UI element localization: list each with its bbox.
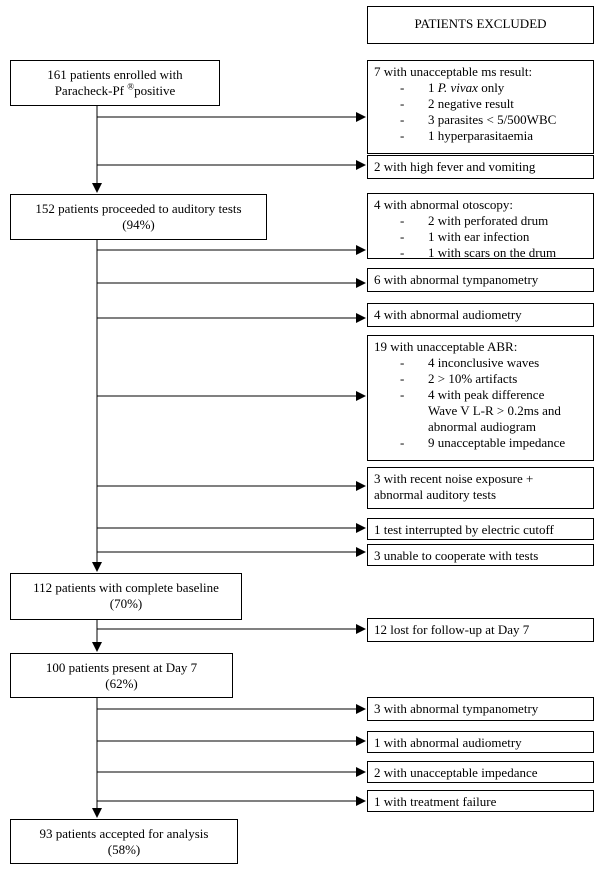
excl-audiometry-d7: 1 with abnormal audiometry: [367, 731, 594, 753]
excl-otoscopy: 4 with abnormal otoscopy: -2 with perfor…: [367, 193, 594, 260]
analysis-line1: 93 patients accepted for analysis: [39, 826, 209, 841]
excl-ms-item: -1 hyperparasitaemia: [400, 128, 534, 143]
excl-noise: 3 with recent noise exposure + abnormal …: [367, 467, 594, 509]
auditory-tests-line2: (94%): [122, 217, 155, 232]
excl-abr-item-cont: Wave V L-R > 0.2ms and: [428, 403, 561, 418]
day7-line1: 100 patients present at Day 7: [45, 660, 198, 675]
excl-abr-item-cont: abnormal audiogram: [428, 419, 536, 434]
patients-excluded-header: PATIENTS EXCLUDED: [367, 6, 594, 44]
day7-box: 100 patients present at Day 7 (62%): [10, 653, 233, 698]
excl-otoscopy-item: -1 with scars on the drum: [400, 245, 557, 260]
excl-otoscopy-item: -1 with ear infection: [400, 229, 530, 244]
excl-tympanometry-d7: 3 with abnormal tympanometry: [367, 697, 594, 721]
excl-ms-title: 7 with unacceptable ms result:: [374, 64, 533, 79]
analysis-box: 93 patients accepted for analysis (58%): [10, 819, 238, 864]
enrolled-line1: 161 patients enrolled with: [47, 67, 183, 82]
excl-otoscopy-item: -2 with perforated drum: [400, 213, 549, 228]
excl-cutoff: 1 test interrupted by electric cutoff: [367, 518, 594, 540]
complete-baseline-box: 112 patients with complete baseline (70%…: [10, 573, 242, 620]
enrolled-box: 161 patients enrolled with Paracheck-Pf …: [10, 60, 220, 106]
analysis-line2: (58%): [107, 842, 141, 857]
excl-abr: 19 with unacceptable ABR: -4 inconclusiv…: [367, 335, 594, 461]
excl-otoscopy-title: 4 with abnormal otoscopy:: [374, 197, 514, 212]
excl-ms-item: -3 parasites < 5/500WBC: [400, 112, 557, 127]
excl-treatment-d7: 1 with treatment failure: [367, 790, 594, 812]
complete-baseline-line1: 112 patients with complete baseline: [33, 580, 219, 595]
excl-abr-item: -2 > 10% artifacts: [400, 371, 518, 386]
auditory-tests-box: 152 patients proceeded to auditory tests…: [10, 194, 267, 240]
enrolled-line2: Paracheck-Pf ®positive: [54, 81, 176, 98]
excl-ms-item: -2 negative result: [400, 96, 514, 111]
excl-abr-item: -9 unacceptable impedance: [400, 435, 566, 450]
header-title: PATIENTS EXCLUDED: [414, 16, 547, 31]
excl-ms-result: 7 with unacceptable ms result: -1 P. viv…: [367, 60, 594, 154]
auditory-tests-line1: 152 patients proceeded to auditory tests: [35, 201, 242, 216]
excl-ms-item: -1 P. vivax only: [400, 80, 505, 95]
day7-line2: (62%): [105, 676, 138, 691]
excl-abr-item: -4 with peak difference: [400, 387, 545, 402]
excl-impedance-d7: 2 with unacceptable impedance: [367, 761, 594, 783]
excl-abr-title: 19 with unacceptable ABR:: [374, 339, 518, 354]
excl-fever: 2 with high fever and vomiting: [367, 155, 594, 179]
excl-cooperate: 3 unable to cooperate with tests: [367, 544, 594, 566]
complete-baseline-line2: (70%): [109, 596, 143, 611]
excl-lost: 12 lost for follow-up at Day 7: [367, 618, 594, 642]
excl-abr-item: -4 inconclusive waves: [400, 355, 540, 370]
excl-tympanometry: 6 with abnormal tympanometry: [367, 268, 594, 292]
excl-audiometry: 4 with abnormal audiometry: [367, 303, 594, 327]
